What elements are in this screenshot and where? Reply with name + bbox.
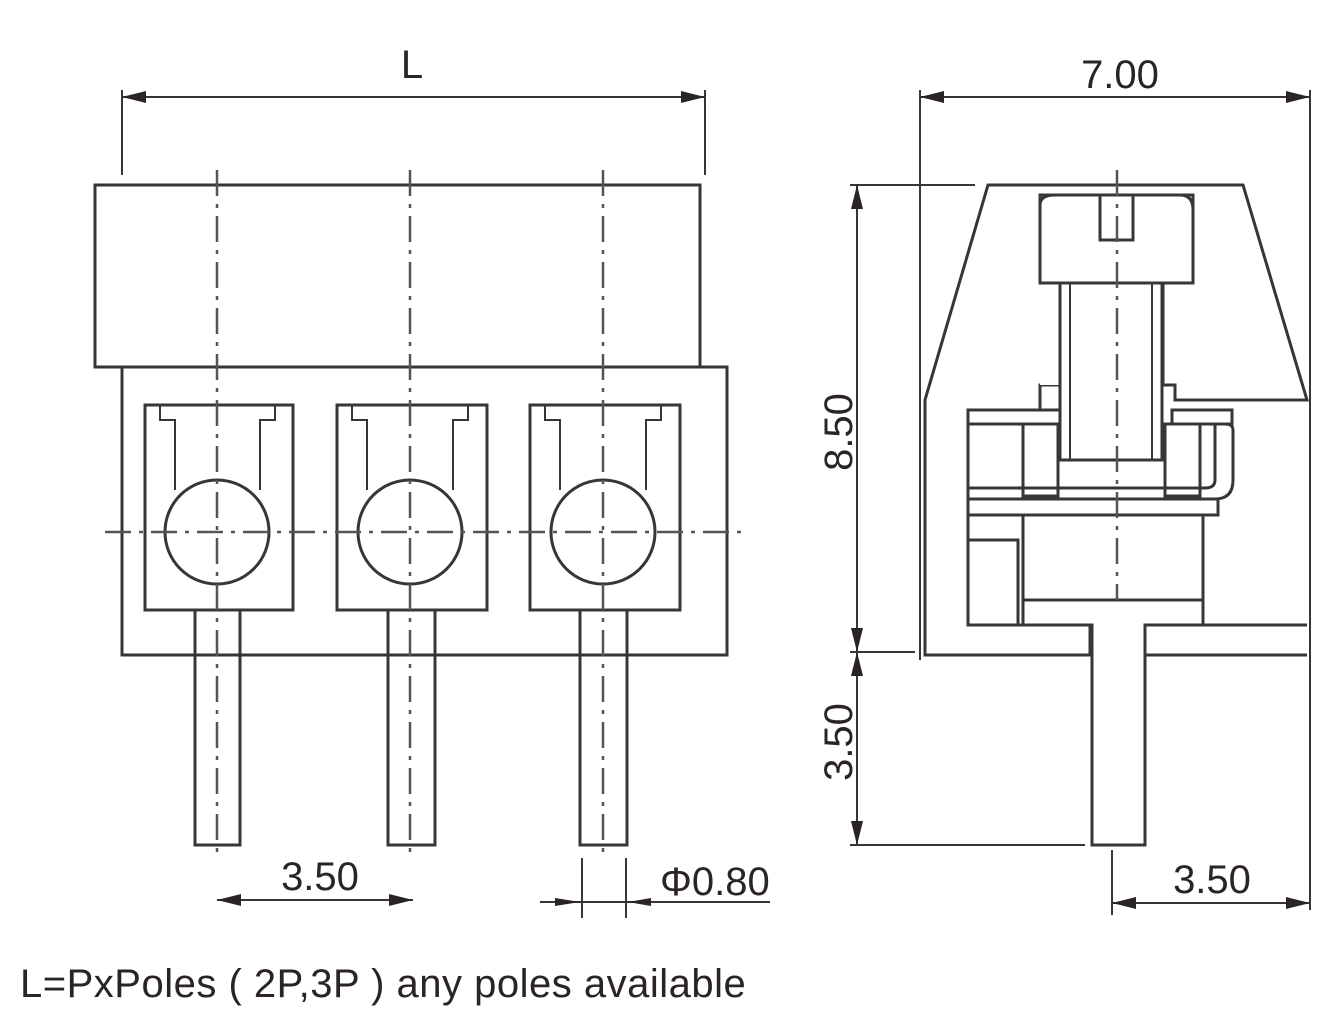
front-view: L 3.50 Φ0.80 [93, 43, 770, 918]
screw-shaft [1058, 283, 1164, 462]
length-label: L [401, 43, 423, 87]
pin-section [1021, 598, 1205, 847]
length-extension-lines [121, 90, 706, 175]
pole-2 [335, 403, 489, 847]
body-height-label: 8.50 [817, 393, 861, 471]
pitch-label: 3.50 [281, 855, 359, 899]
centerlines [105, 170, 745, 860]
pin-length-label: 3.50 [817, 703, 861, 781]
side-view: 7.00 8.50 3.50 3.50 [817, 53, 1311, 915]
pole-3 [528, 403, 682, 847]
pin-offset-label: 3.50 [1173, 858, 1251, 902]
top-body [93, 183, 702, 369]
screw-head [1038, 193, 1195, 285]
lower-body [120, 365, 729, 657]
poles-note: L=PxPoles ( 2P,3P ) any poles available [20, 962, 747, 1006]
pole-1 [143, 403, 295, 847]
width-label: 7.00 [1081, 53, 1159, 97]
pin-diameter-label: Φ0.80 [660, 860, 770, 904]
